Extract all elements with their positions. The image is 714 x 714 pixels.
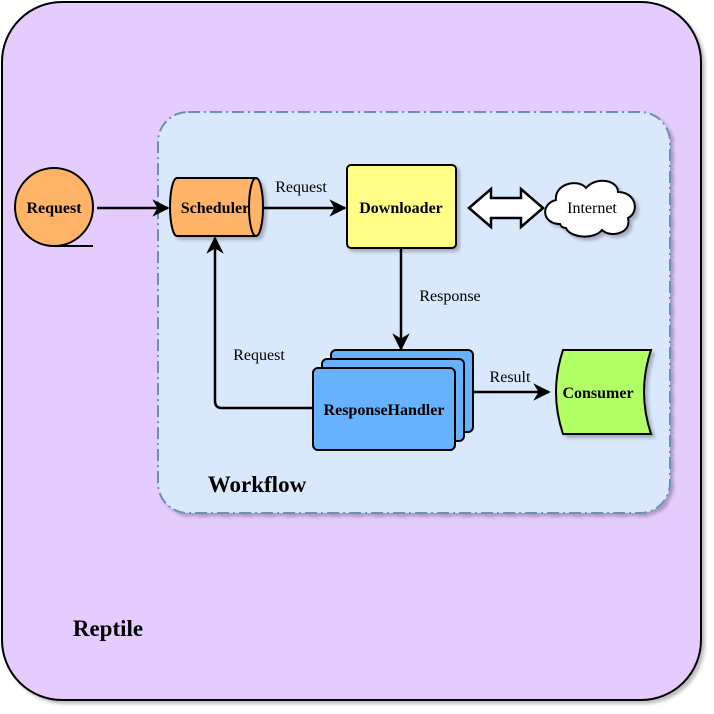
- response-handler-label: ResponseHandler: [324, 402, 445, 419]
- edge-handler-to-scheduler: [206, 236, 313, 410]
- consumer-label: Consumer: [562, 385, 633, 402]
- consumer-node: [555, 349, 653, 435]
- downloader-node: Downloader: [346, 164, 457, 249]
- scheduler-node-label: Scheduler: [181, 200, 249, 217]
- downloader-node-label: Downloader: [359, 200, 443, 217]
- edge-label-response: Response: [419, 288, 480, 305]
- scheduler-node: [169, 177, 264, 237]
- internet-label: Internet: [567, 200, 617, 217]
- internet-cloud: [544, 179, 636, 238]
- request-node-label: Request: [26, 200, 82, 217]
- edge-label-request-top: Request: [275, 179, 327, 196]
- reptile-label: Reptile: [73, 616, 143, 641]
- edge-label-result: Result: [490, 369, 531, 386]
- edge-label-request-left: Request: [233, 347, 285, 364]
- workflow-container: [157, 111, 671, 514]
- response-handler-node: ResponseHandler: [312, 349, 474, 451]
- bidirectional-arrow: [467, 186, 545, 230]
- request-node: Request: [14, 167, 94, 247]
- workflow-label: Workflow: [208, 472, 307, 497]
